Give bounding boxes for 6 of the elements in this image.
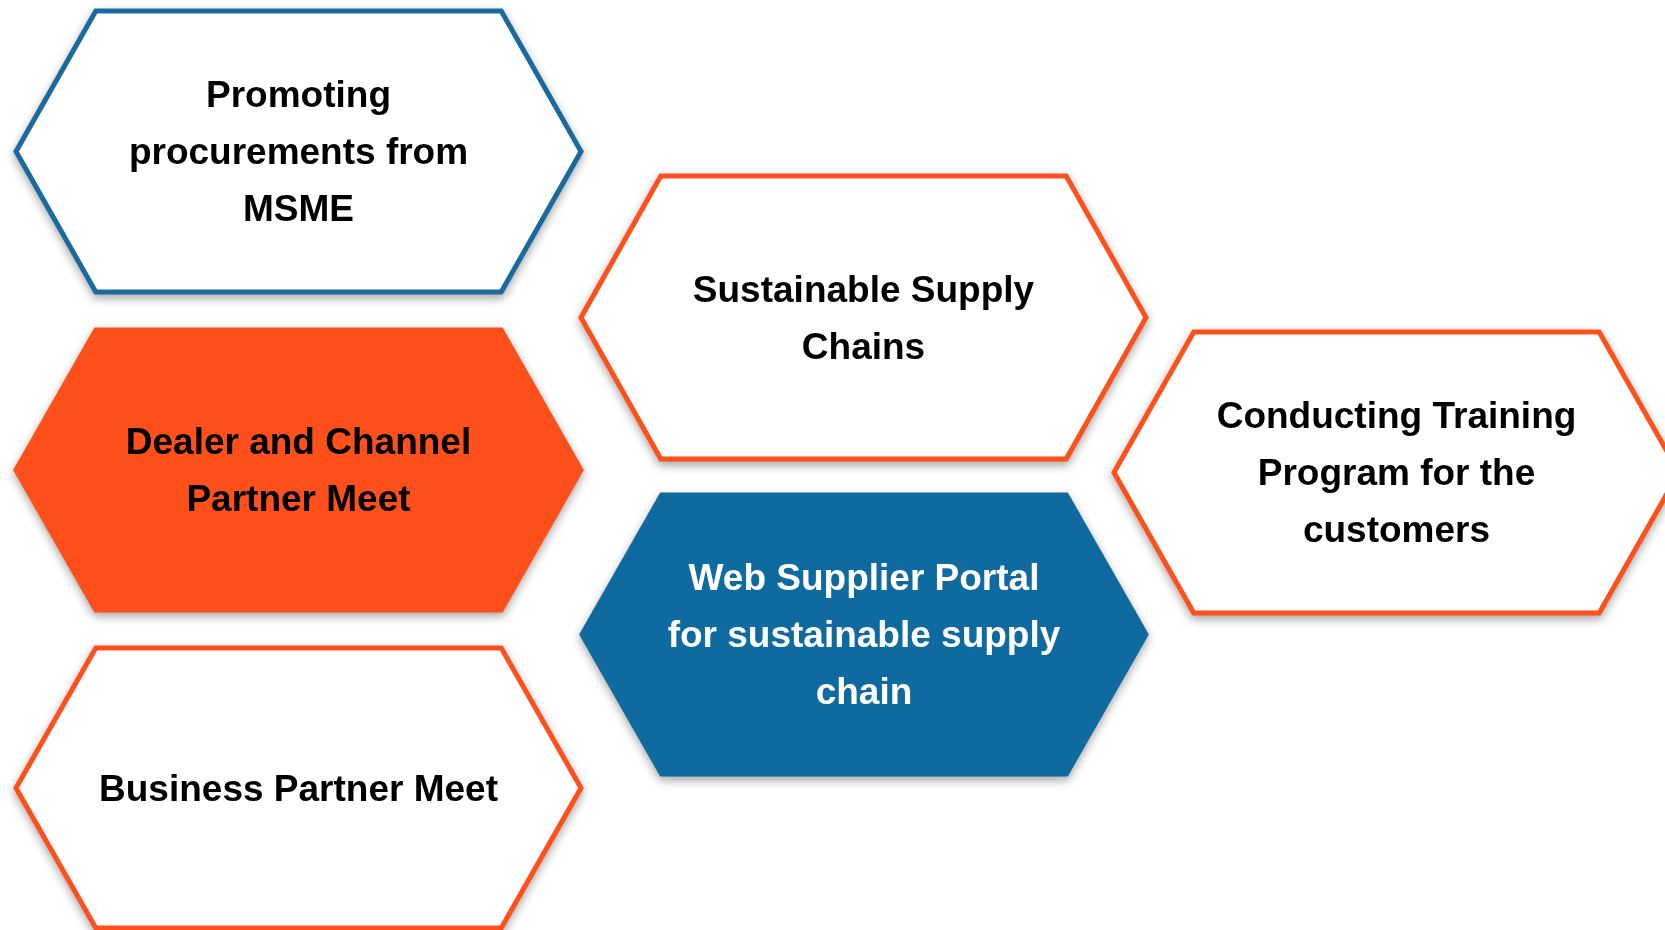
- hexagon-text: Business Partner Meet: [99, 766, 498, 811]
- hexagon-text: Promoting procurements from MSME: [127, 73, 470, 231]
- hexagon-text: Sustainable Supply Chains: [691, 267, 1036, 369]
- hexagon-text: Web Supplier Portal for sustainable supply chain: [666, 556, 1062, 714]
- hexagon-text: Dealer and Channel Partner Meet: [124, 420, 473, 521]
- hexagon-text: Conducting Training Program for the customers: [1215, 394, 1578, 552]
